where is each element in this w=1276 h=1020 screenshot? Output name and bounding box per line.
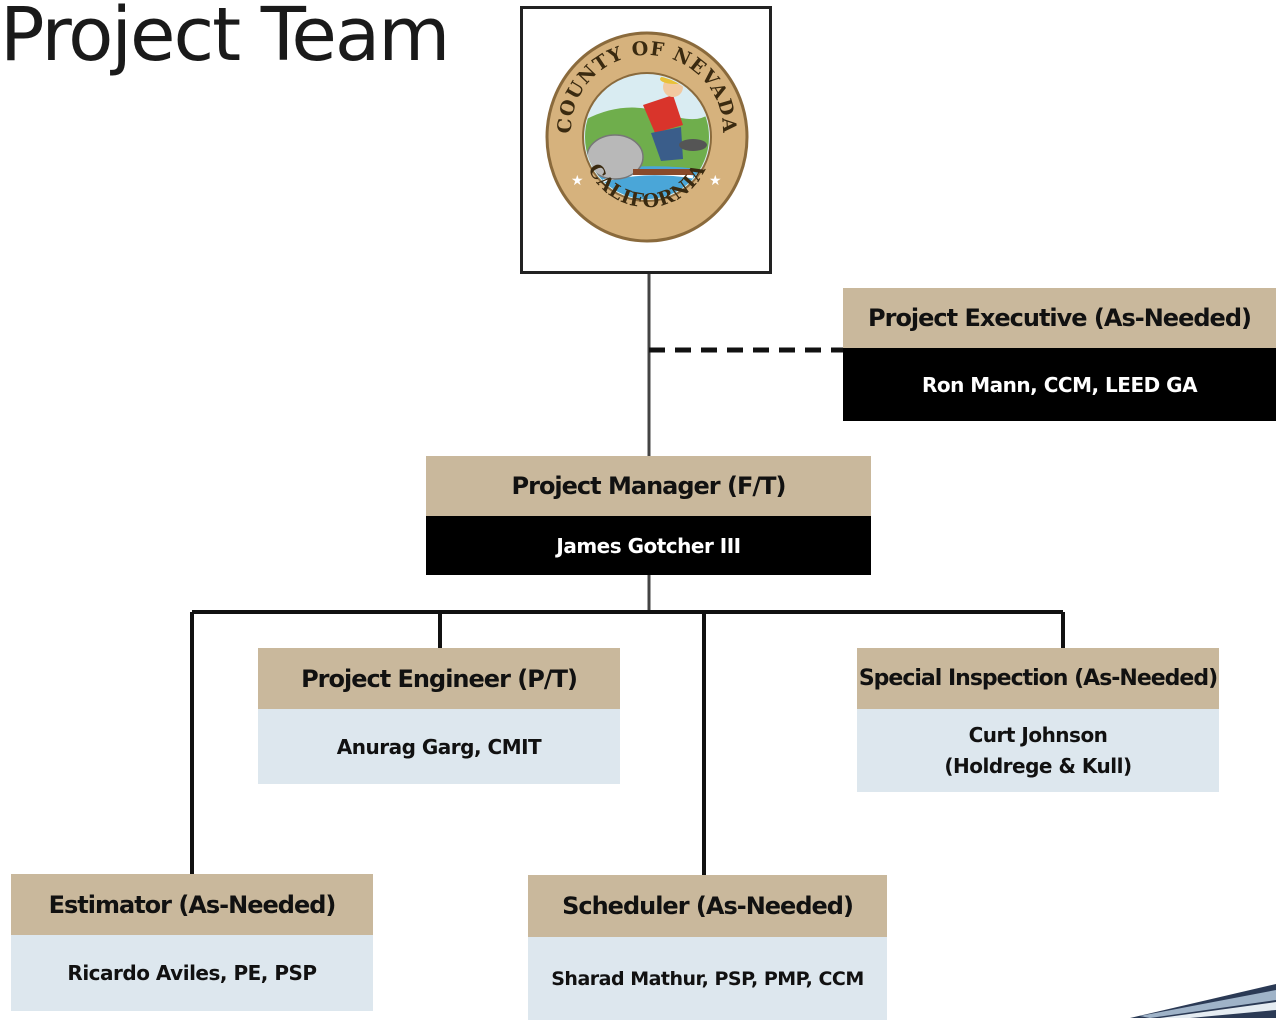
county-seal-frame: COUNTY OF NEVADA CALIFORNIA ★ ★ [520,6,772,274]
manager-title: Project Manager (F/T) [426,456,871,516]
special-inspection-name-line1: Curt Johnson [968,722,1108,747]
manager-name: James Gotcher III [426,516,871,575]
manager-box: Project Manager (F/T) James Gotcher III [426,456,871,575]
special-inspection-title: Special Inspection (As-Needed) [857,648,1219,709]
estimator-box: Estimator (As-Needed) Ricardo Aviles, PE… [11,874,373,1011]
page-title: Project Team [0,0,450,78]
seal-star-right-icon: ★ [709,173,722,189]
scheduler-box: Scheduler (As-Needed) Sharad Mathur, PSP… [528,875,887,1020]
engineer-box: Project Engineer (P/T) Anurag Garg, CMIT [258,648,620,784]
executive-box: Project Executive (As-Needed) Ron Mann, … [843,288,1276,421]
special-inspection-name: Curt Johnson (Holdrege & Kull) [857,709,1219,792]
executive-title: Project Executive (As-Needed) [843,288,1276,348]
county-of-nevada-seal-logo: COUNTY OF NEVADA CALIFORNIA ★ ★ [545,31,749,243]
special-inspection-box: Special Inspection (As-Needed) Curt John… [857,648,1219,792]
engineer-name: Anurag Garg, CMIT [258,709,620,784]
executive-name: Ron Mann, CCM, LEED GA [843,348,1276,421]
seal-star-left-icon: ★ [571,173,584,189]
scheduler-title: Scheduler (As-Needed) [528,875,887,937]
engineer-title: Project Engineer (P/T) [258,648,620,709]
special-inspection-name-line2: (Holdrege & Kull) [944,753,1132,778]
estimator-name: Ricardo Aviles, PE, PSP [11,935,373,1011]
corner-decoration-graphic [1130,984,1276,1018]
scheduler-name: Sharad Mathur, PSP, PMP, CCM [528,937,887,1020]
estimator-title: Estimator (As-Needed) [11,874,373,935]
